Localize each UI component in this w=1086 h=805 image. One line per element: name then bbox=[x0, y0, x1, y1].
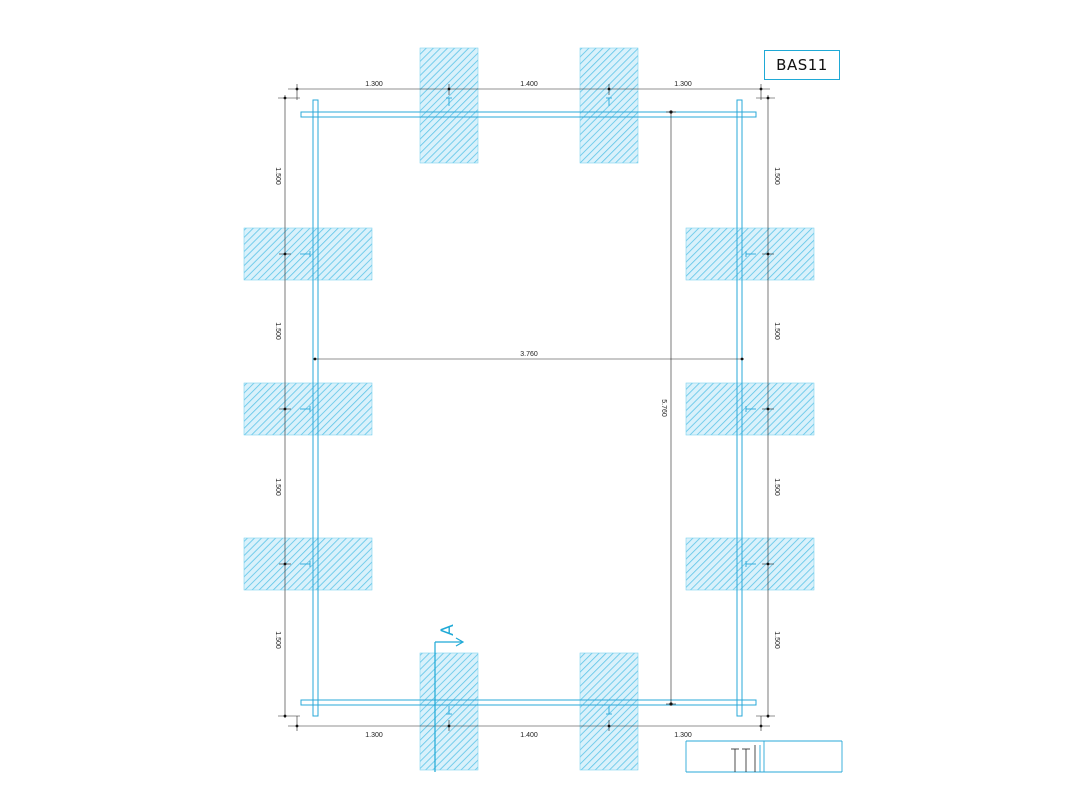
dim-right-1: 1.500 bbox=[773, 167, 780, 185]
connector-marks bbox=[300, 97, 756, 715]
dim-left-4: 1.500 bbox=[274, 631, 281, 649]
drawing-reference-label: BAS11 bbox=[764, 50, 840, 80]
dim-inner-height: 5.760 bbox=[660, 399, 667, 417]
beam-right bbox=[736, 99, 743, 717]
section-marker-label: A bbox=[438, 624, 458, 636]
detail-inset bbox=[685, 740, 843, 773]
detail-inset-marks bbox=[731, 745, 756, 772]
dim-top-3: 1.300 bbox=[674, 81, 692, 88]
dim-left-3: 1.500 bbox=[274, 478, 281, 496]
dimension-lines bbox=[278, 84, 775, 731]
dimension-ticks bbox=[283, 87, 770, 728]
dim-left-1: 1.500 bbox=[274, 167, 281, 185]
beam-bottom bbox=[300, 699, 757, 706]
beam-left bbox=[312, 99, 319, 717]
dim-top-1: 1.300 bbox=[365, 81, 383, 88]
beam-top bbox=[300, 111, 757, 118]
dim-bottom-1: 1.300 bbox=[365, 732, 383, 739]
dim-left-2: 1.500 bbox=[274, 322, 281, 340]
dim-bottom-3: 1.300 bbox=[674, 732, 692, 739]
beam-frame bbox=[300, 99, 757, 717]
dim-top-2: 1.400 bbox=[520, 81, 538, 88]
section-marker-a bbox=[434, 637, 465, 772]
dim-inner-width: 3.760 bbox=[520, 351, 538, 358]
dim-right-2: 1.500 bbox=[773, 322, 780, 340]
dim-right-4: 1.500 bbox=[773, 631, 780, 649]
dim-bottom-2: 1.400 bbox=[520, 732, 538, 739]
footing-pads bbox=[243, 47, 815, 771]
dim-right-3: 1.500 bbox=[773, 478, 780, 496]
